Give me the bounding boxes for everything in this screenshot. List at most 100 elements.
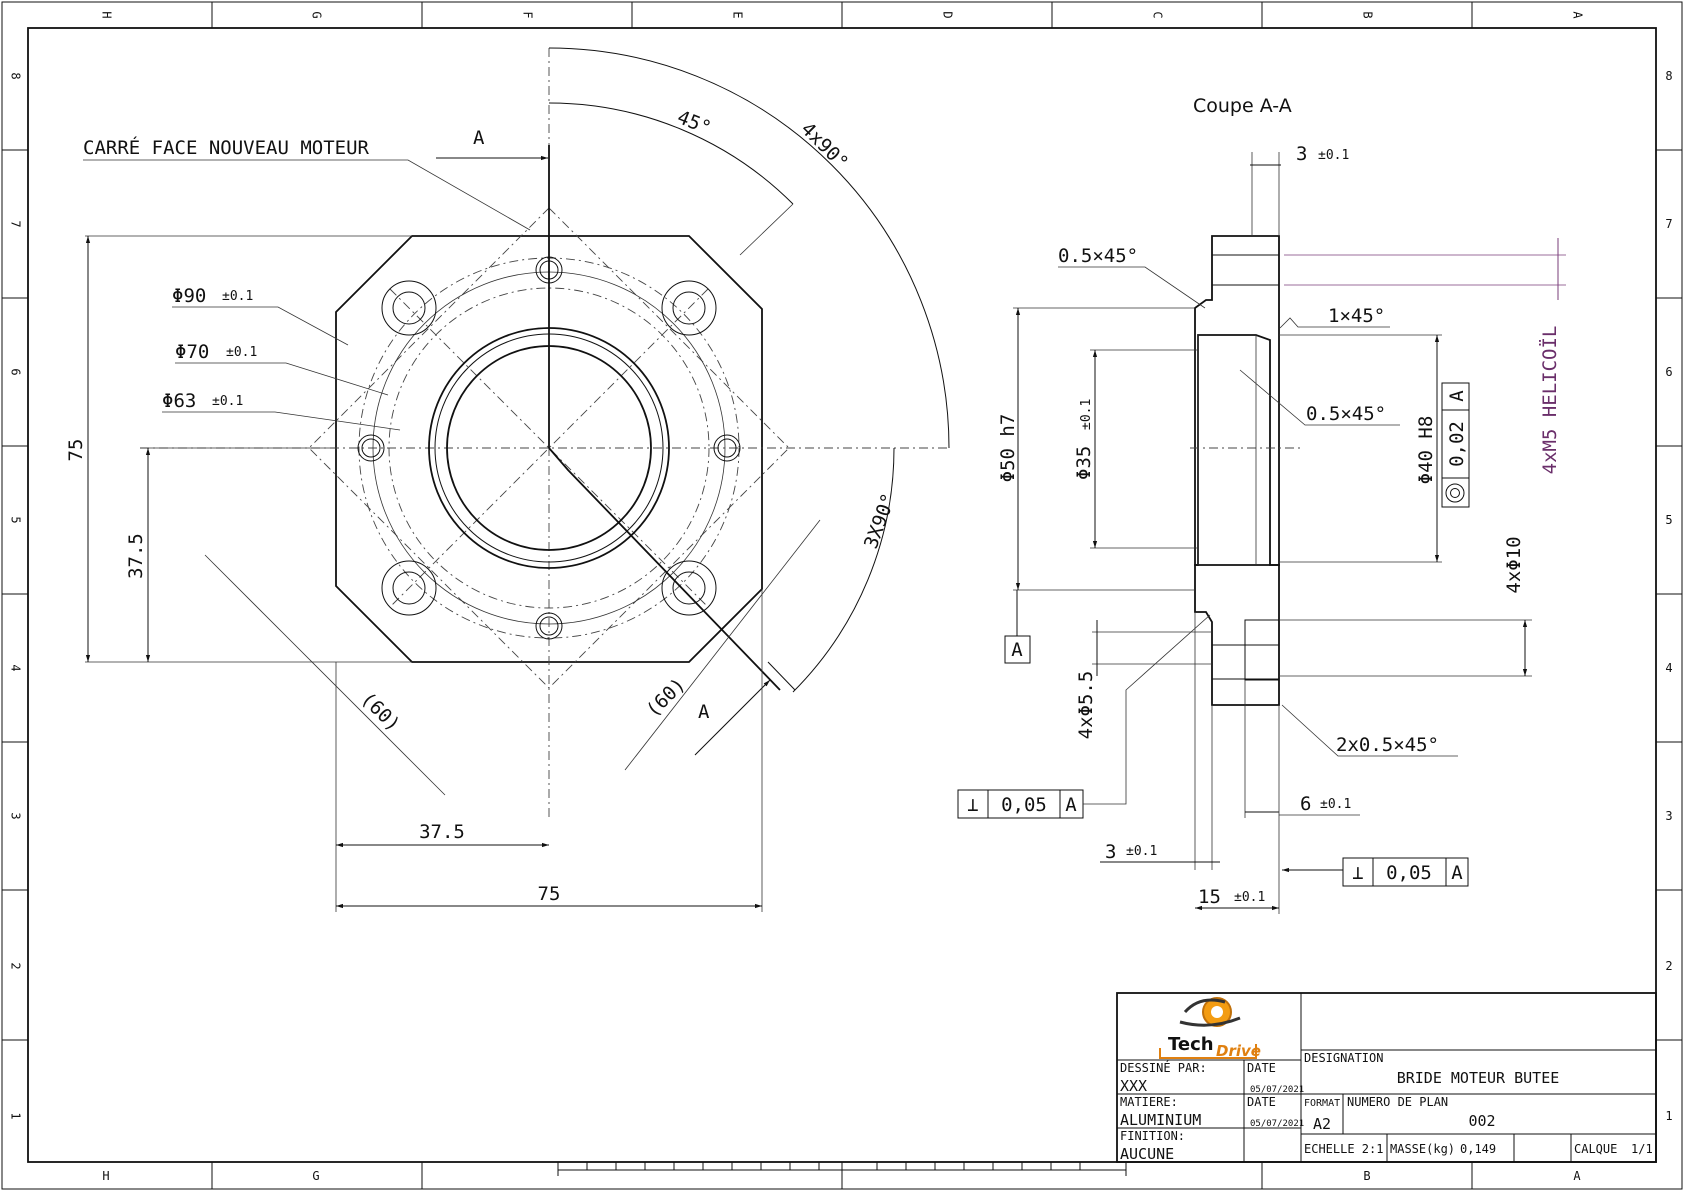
value-date-2: 05/07/2021	[1250, 1119, 1304, 1129]
grid-row-5-left: 5	[9, 516, 23, 523]
grid-row-5-right: 5	[1665, 513, 1672, 527]
chamfer-2x: 2x0.5×45°	[1336, 734, 1439, 756]
datum-a: A	[1011, 639, 1023, 661]
grid-row-8-left: 8	[9, 72, 23, 79]
tapped-hole-top	[1211, 254, 1280, 286]
label-numero: NUMERO DE PLAN	[1347, 1095, 1448, 1109]
section-letter-top: A	[473, 127, 485, 149]
diagonal-1	[389, 288, 709, 608]
section-view: Coupe A-A 3 ±0.1 0.5×45° 1×45° 0.5×45° Φ…	[957, 95, 1566, 914]
angle-4x90-label: 4x90°	[796, 118, 852, 174]
dim-d50: Φ50 h7	[997, 414, 1019, 483]
chamfer-05-top: 0.5×45°	[1058, 245, 1138, 267]
chamfer-05-inner: 0.5×45°	[1306, 403, 1386, 425]
value-date-1: 05/07/2021	[1250, 1085, 1304, 1095]
value-dessine: XXX	[1120, 1077, 1147, 1095]
grid-col-a-bottom: A	[1573, 1169, 1581, 1183]
logo-text-drive: Drive	[1216, 1042, 1261, 1060]
small-holes-axial	[357, 256, 741, 640]
section-body-lower	[1194, 564, 1280, 706]
dim-37-5-horizontal: 37.5	[419, 821, 465, 843]
dim-d70: Φ70	[175, 341, 209, 363]
dim-15: 15	[1198, 886, 1221, 908]
label-echelle: ECHELLE 2:1	[1304, 1142, 1383, 1156]
grid-col-g-top: G	[310, 11, 324, 18]
label-date-2: DATE	[1247, 1095, 1276, 1109]
perp-ref-right: A	[1451, 862, 1463, 884]
perp-value-right: 0,05	[1386, 862, 1432, 884]
techdrive-logo: Tech Drive	[1159, 997, 1261, 1060]
diamond-construction	[308, 207, 790, 689]
value-numero: 002	[1468, 1112, 1495, 1130]
value-masse: 0,149	[1460, 1142, 1496, 1156]
label-dessine: DESSINÉ PAR:	[1120, 1060, 1207, 1075]
counterbore-step	[1244, 619, 1280, 681]
angle-45-label: 45°	[674, 106, 714, 139]
grid-labels-top: H G F E D C B A	[100, 11, 1585, 19]
dim-60-left: (60)	[356, 688, 404, 736]
dim-3-bottom-tol: ±0.1	[1126, 844, 1157, 859]
front-view: A A 45° 4x90° 3X90° CARRÉ FACE NOUVEAU M…	[65, 47, 950, 912]
grid-labels-sides: 8 7 6 5 4 3 2 1 8 7 6 5 4 3 2 1	[9, 69, 1673, 1123]
dim-d40: Φ40 H8	[1415, 416, 1437, 485]
grid-row-4-left: 4	[9, 664, 23, 671]
grid-row-2-left: 2	[9, 962, 23, 969]
grid-row-1-left: 1	[9, 1112, 23, 1119]
scale-ruler	[557, 1161, 1127, 1189]
grid-row-7-left: 7	[9, 220, 23, 227]
dim-d63: Φ63	[162, 390, 196, 412]
label-finition: FINITION:	[1120, 1129, 1185, 1143]
arc-4x90	[548, 47, 950, 449]
dim-d63-tol: ±0.1	[212, 394, 243, 409]
grid-col-e-top: E	[731, 11, 745, 18]
grid-row-6-right: 6	[1665, 365, 1672, 379]
perp-frame-left: ⊥ 0,05 A	[957, 614, 1211, 819]
grid-row-8-right: 8	[1665, 69, 1672, 83]
conc-ref: A	[1446, 390, 1468, 402]
grid-row-2-right: 2	[1665, 959, 1672, 973]
conc-value: 0,02	[1446, 421, 1468, 467]
dim-75-horizontal: 75	[538, 883, 561, 905]
value-matiere: ALUMINIUM	[1120, 1111, 1201, 1129]
angle-3x90-label: 3X90°	[860, 490, 900, 551]
grid-row-4-right: 4	[1665, 661, 1672, 675]
grid-row-1-right: 1	[1665, 1109, 1672, 1123]
value-format: A2	[1313, 1115, 1331, 1133]
arc-3x90	[792, 447, 895, 693]
grid-col-b-bottom: B	[1363, 1169, 1370, 1183]
dim-d90-tol: ±0.1	[222, 289, 253, 304]
chamfer-1: 1×45°	[1328, 305, 1385, 327]
dim-3-bottom: 3	[1105, 841, 1116, 863]
grid-row-7-right: 7	[1665, 217, 1672, 231]
section-title: Coupe A-A	[1193, 95, 1292, 117]
logo-text-tech: Tech	[1168, 1034, 1214, 1055]
dim-6: 6	[1300, 793, 1311, 815]
dim-60-right: (60)	[642, 674, 690, 722]
grid-col-b-top: B	[1361, 11, 1375, 18]
dim-d35: Φ35	[1073, 446, 1095, 480]
arc-45	[548, 102, 794, 205]
perp-ref-left: A	[1065, 794, 1077, 816]
label-matiere: MATIERE:	[1120, 1095, 1178, 1109]
grid-col-g-bottom: G	[312, 1169, 319, 1183]
grid-col-c-top: C	[1151, 11, 1165, 18]
grid-col-a-top: A	[1571, 11, 1585, 19]
label-designation: DESIGNATION	[1304, 1051, 1383, 1065]
note-square-face: CARRÉ FACE NOUVEAU MOTEUR	[83, 136, 370, 159]
grid-col-f-top: F	[521, 11, 535, 18]
perp-icon-right: ⊥	[1352, 862, 1363, 884]
value-finition: AUCUNE	[1120, 1145, 1174, 1163]
perp-icon-left: ⊥	[967, 794, 978, 816]
dim-6-tol: ±0.1	[1320, 797, 1351, 812]
grid-row-3-left: 3	[9, 812, 23, 819]
grid-row-3-right: 3	[1665, 809, 1672, 823]
perp-value-left: 0,05	[1001, 794, 1047, 816]
value-calque: 1/1	[1631, 1142, 1653, 1156]
circle-d63	[388, 287, 710, 609]
label-date-1: DATE	[1247, 1061, 1276, 1075]
grid-col-h-top: H	[100, 11, 114, 18]
dim-d90: Φ90	[172, 285, 206, 307]
